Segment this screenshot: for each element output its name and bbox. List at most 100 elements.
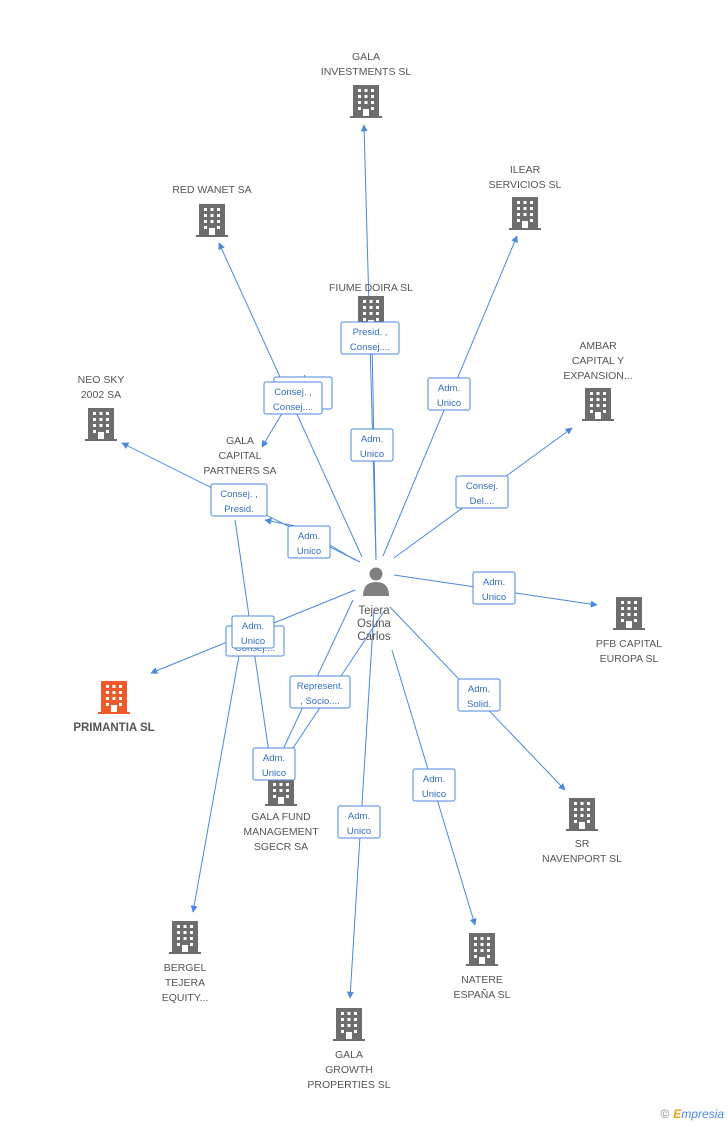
- role-badge-b-gfm[interactable]: Adm.Unico: [252, 747, 296, 781]
- role-badge-text: Adm.: [361, 434, 383, 445]
- role-badge-text: Adm.: [483, 577, 505, 588]
- person-name-line: Carlos: [357, 631, 390, 643]
- role-badge-b-primantia[interactable]: Adm. Unico: [231, 615, 275, 649]
- role-badge-text: Unico: [297, 546, 321, 557]
- company-label-line: CAPITAL: [219, 450, 262, 462]
- role-badge-text: Presid.: [224, 504, 254, 515]
- company-label-line: SERVICIOS SL: [489, 179, 562, 191]
- role-badge-text: Adm.: [298, 531, 320, 542]
- role-badge-b-natere[interactable]: Adm.Unico: [412, 768, 456, 802]
- company-node-fiume-doira[interactable]: FIUME DOIRA SL: [329, 282, 413, 329]
- building-icon: [466, 933, 498, 966]
- company-label-line: FIUME DOIRA SL: [329, 282, 413, 294]
- relation-edge: [346, 609, 375, 999]
- role-badge-b-gfm-rep[interactable]: Represent. , Socio....: [289, 675, 351, 709]
- company-label-line: ESPAÑA SL: [453, 988, 510, 1001]
- role-badge-b-fiume[interactable]: Presid. ,Consej....: [340, 321, 400, 355]
- role-badge-text: Unico: [437, 398, 461, 409]
- role-badge-text: Consej....: [273, 402, 313, 413]
- company-label-line: NATERE: [461, 974, 503, 986]
- company-label-line: TEJERA: [165, 977, 205, 989]
- role-badge-text: Consej. ,: [274, 387, 312, 398]
- company-label-line: RED WANET SA: [172, 184, 251, 196]
- role-badge-box: [455, 475, 509, 509]
- role-badge-box: [472, 571, 516, 605]
- company-label-line: PROPERTIES SL: [307, 1079, 390, 1091]
- relation-edge: [190, 649, 241, 913]
- role-badge-box: [287, 525, 331, 559]
- role-badge-text: Adm.: [348, 811, 370, 822]
- role-badge-box: [427, 377, 471, 411]
- role-badge-box: [457, 678, 501, 712]
- company-label-line: BERGEL: [164, 962, 207, 974]
- building-icon: [196, 204, 228, 237]
- empresia-watermark: ©Empresia: [660, 1107, 724, 1121]
- building-icon: [350, 85, 382, 118]
- role-badge-b-ilear[interactable]: Adm. Unico: [427, 377, 471, 411]
- badges-layer: Presid. ,Consej....Consej. ,Consej....Co…: [210, 321, 516, 839]
- role-badge-b-sr[interactable]: Adm.Solid.: [457, 678, 501, 712]
- company-label-line: NEO SKY: [78, 374, 125, 386]
- person-icon: [363, 567, 389, 596]
- building-icon: [333, 1008, 365, 1041]
- role-badge-box: [231, 615, 275, 649]
- role-badge-text: , Socio....: [300, 696, 340, 707]
- role-badge-box: [340, 321, 400, 355]
- role-badge-text: Adm.: [423, 774, 445, 785]
- role-badge-text: Represent.: [297, 681, 343, 692]
- role-badge-b-pfb[interactable]: Adm. Unico: [472, 571, 516, 605]
- company-node-red-wanet[interactable]: RED WANET SA: [172, 184, 252, 237]
- role-badge-text: Adm.: [263, 753, 285, 764]
- company-label-line: NAVENPORT SL: [542, 853, 622, 865]
- role-badge-box: [350, 428, 394, 462]
- building-icon: [566, 798, 598, 831]
- role-badge-text: Unico: [360, 449, 384, 460]
- company-node-primantia[interactable]: PRIMANTIA SL: [73, 681, 155, 734]
- role-badge-box: [210, 483, 268, 517]
- person-name-line: Osuna: [357, 618, 391, 630]
- role-badge-text: Presid. ,: [353, 327, 388, 338]
- person-name-line: Tejera: [358, 605, 390, 617]
- role-badge-text: Adm.: [242, 621, 264, 632]
- role-badge-text: Adm.: [438, 383, 460, 394]
- company-label-line: PARTNERS SA: [203, 465, 276, 477]
- role-badge-text: Solid.: [467, 699, 491, 710]
- role-badge-b-ambar[interactable]: Consej.Del....: [455, 475, 509, 509]
- role-badge-b-gala-inv[interactable]: Adm. Unico: [350, 428, 394, 462]
- role-badge-text: Del....: [470, 496, 495, 507]
- edges-layer: [121, 124, 598, 999]
- role-badge-text: Unico: [347, 826, 371, 837]
- role-badge-text: Consej. ,: [220, 489, 258, 500]
- company-label-line: PFB CAPITAL: [596, 638, 662, 650]
- company-node-bergel-tejera[interactable]: BERGELTEJERAEQUITY...: [162, 921, 209, 1004]
- building-icon: [582, 388, 614, 421]
- role-badge-b-growth[interactable]: Adm. Unico: [337, 805, 381, 839]
- role-badge-b-neosky[interactable]: Consej. , Presid.: [210, 483, 268, 517]
- company-node-natere-espana[interactable]: NATERE ESPAÑA SL: [453, 933, 511, 1001]
- company-label-line: AMBAR: [579, 340, 617, 352]
- role-badge-box: [289, 675, 351, 709]
- role-badge-text: Unico: [482, 592, 506, 603]
- role-badge-b-gcp[interactable]: Adm. Unico: [287, 525, 331, 559]
- company-label-line: GALA: [335, 1049, 363, 1061]
- role-badge-text: Unico: [241, 636, 265, 647]
- role-badge-b-redwanet[interactable]: Consej. , Consej....: [263, 381, 323, 415]
- building-icon: [98, 681, 130, 714]
- copyright-symbol: ©: [660, 1107, 670, 1121]
- brand-name: mpresia: [681, 1107, 724, 1121]
- building-icon: [169, 921, 201, 954]
- role-badge-box: [252, 747, 296, 781]
- company-label-line: GALA FUND: [251, 811, 311, 823]
